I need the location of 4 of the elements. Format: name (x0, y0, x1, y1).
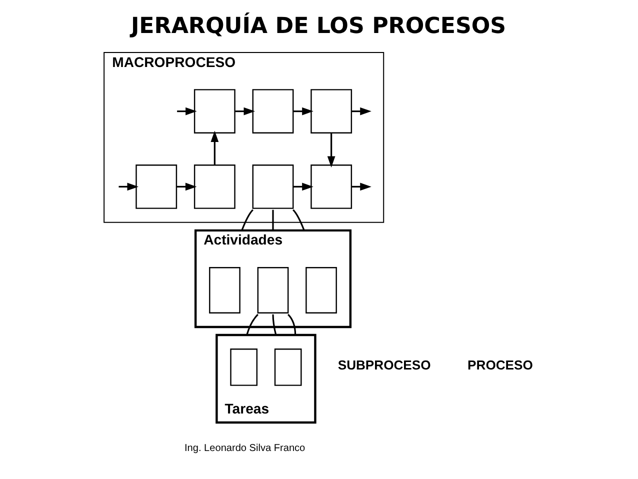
label: PROCESO (467, 358, 532, 373)
label: SUBPROCESO (337, 358, 430, 373)
label: Ing. Leonardo Silva Franco (184, 443, 305, 454)
diagram-title: JERARQUÍA DE LOS PROCESOS (130, 12, 506, 39)
